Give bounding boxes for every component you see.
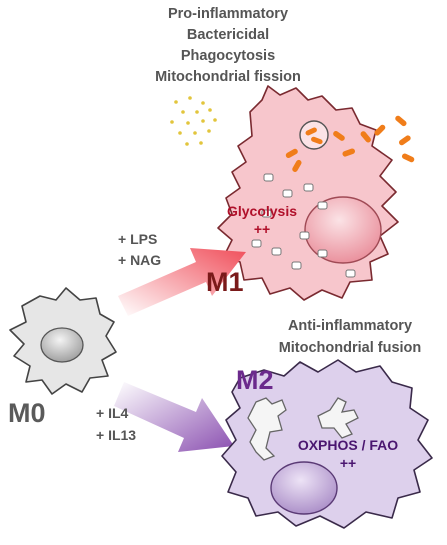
m2-stimulus-il13: + IL13 (96, 427, 136, 443)
m1-properties-list: Pro-inflammatory Bactericidal Phagocytos… (155, 6, 301, 85)
m2-property-mitochondrial-fusion: Mitochondrial fusion (279, 340, 422, 356)
m1-mitochondria-fragments (251, 173, 356, 278)
m0-nucleus (40, 327, 84, 363)
arrow-m0-to-m1 (118, 248, 246, 316)
m1-metabolism-glycolysis: Glycolysis (227, 203, 297, 219)
m1-metabolism-plus: ++ (254, 221, 270, 237)
m2-properties-list: Anti-inflammatory Mitochondrial fusion (279, 318, 422, 356)
m2-nucleus (270, 461, 338, 515)
m1-property-phagocytosis: Phagocytosis (181, 48, 275, 64)
bacteria-group (285, 115, 415, 172)
m1-property-bactericidal: Bactericidal (187, 27, 269, 43)
m1-stimulus-lps: + LPS (118, 231, 157, 247)
m1-property-mitochondrial-fission: Mitochondrial fission (155, 69, 301, 85)
m2-fused-mitochondria (247, 397, 359, 461)
m2-property-anti-inflammatory: Anti-inflammatory (288, 318, 412, 334)
phagosome-with-bacteria (299, 120, 329, 150)
m1-property-pro-inflammatory: Pro-inflammatory (168, 6, 288, 22)
m2-metabolism-oxphos-fao: OXPHOS / FAO (298, 437, 398, 453)
m1-stimulus-nag: + NAG (118, 252, 161, 268)
m1-nucleus (304, 196, 382, 264)
m2-stimulus-il4: + IL4 (96, 405, 129, 421)
m1-macrophage-cell (217, 85, 399, 301)
m2-metabolism-plus: ++ (340, 455, 356, 471)
m2-label: M2 (236, 365, 274, 395)
arrow-m0-to-m2 (114, 382, 234, 452)
extracellular-dots (170, 96, 217, 146)
m0-label: M0 (8, 398, 46, 428)
m1-label: M1 (206, 267, 244, 297)
